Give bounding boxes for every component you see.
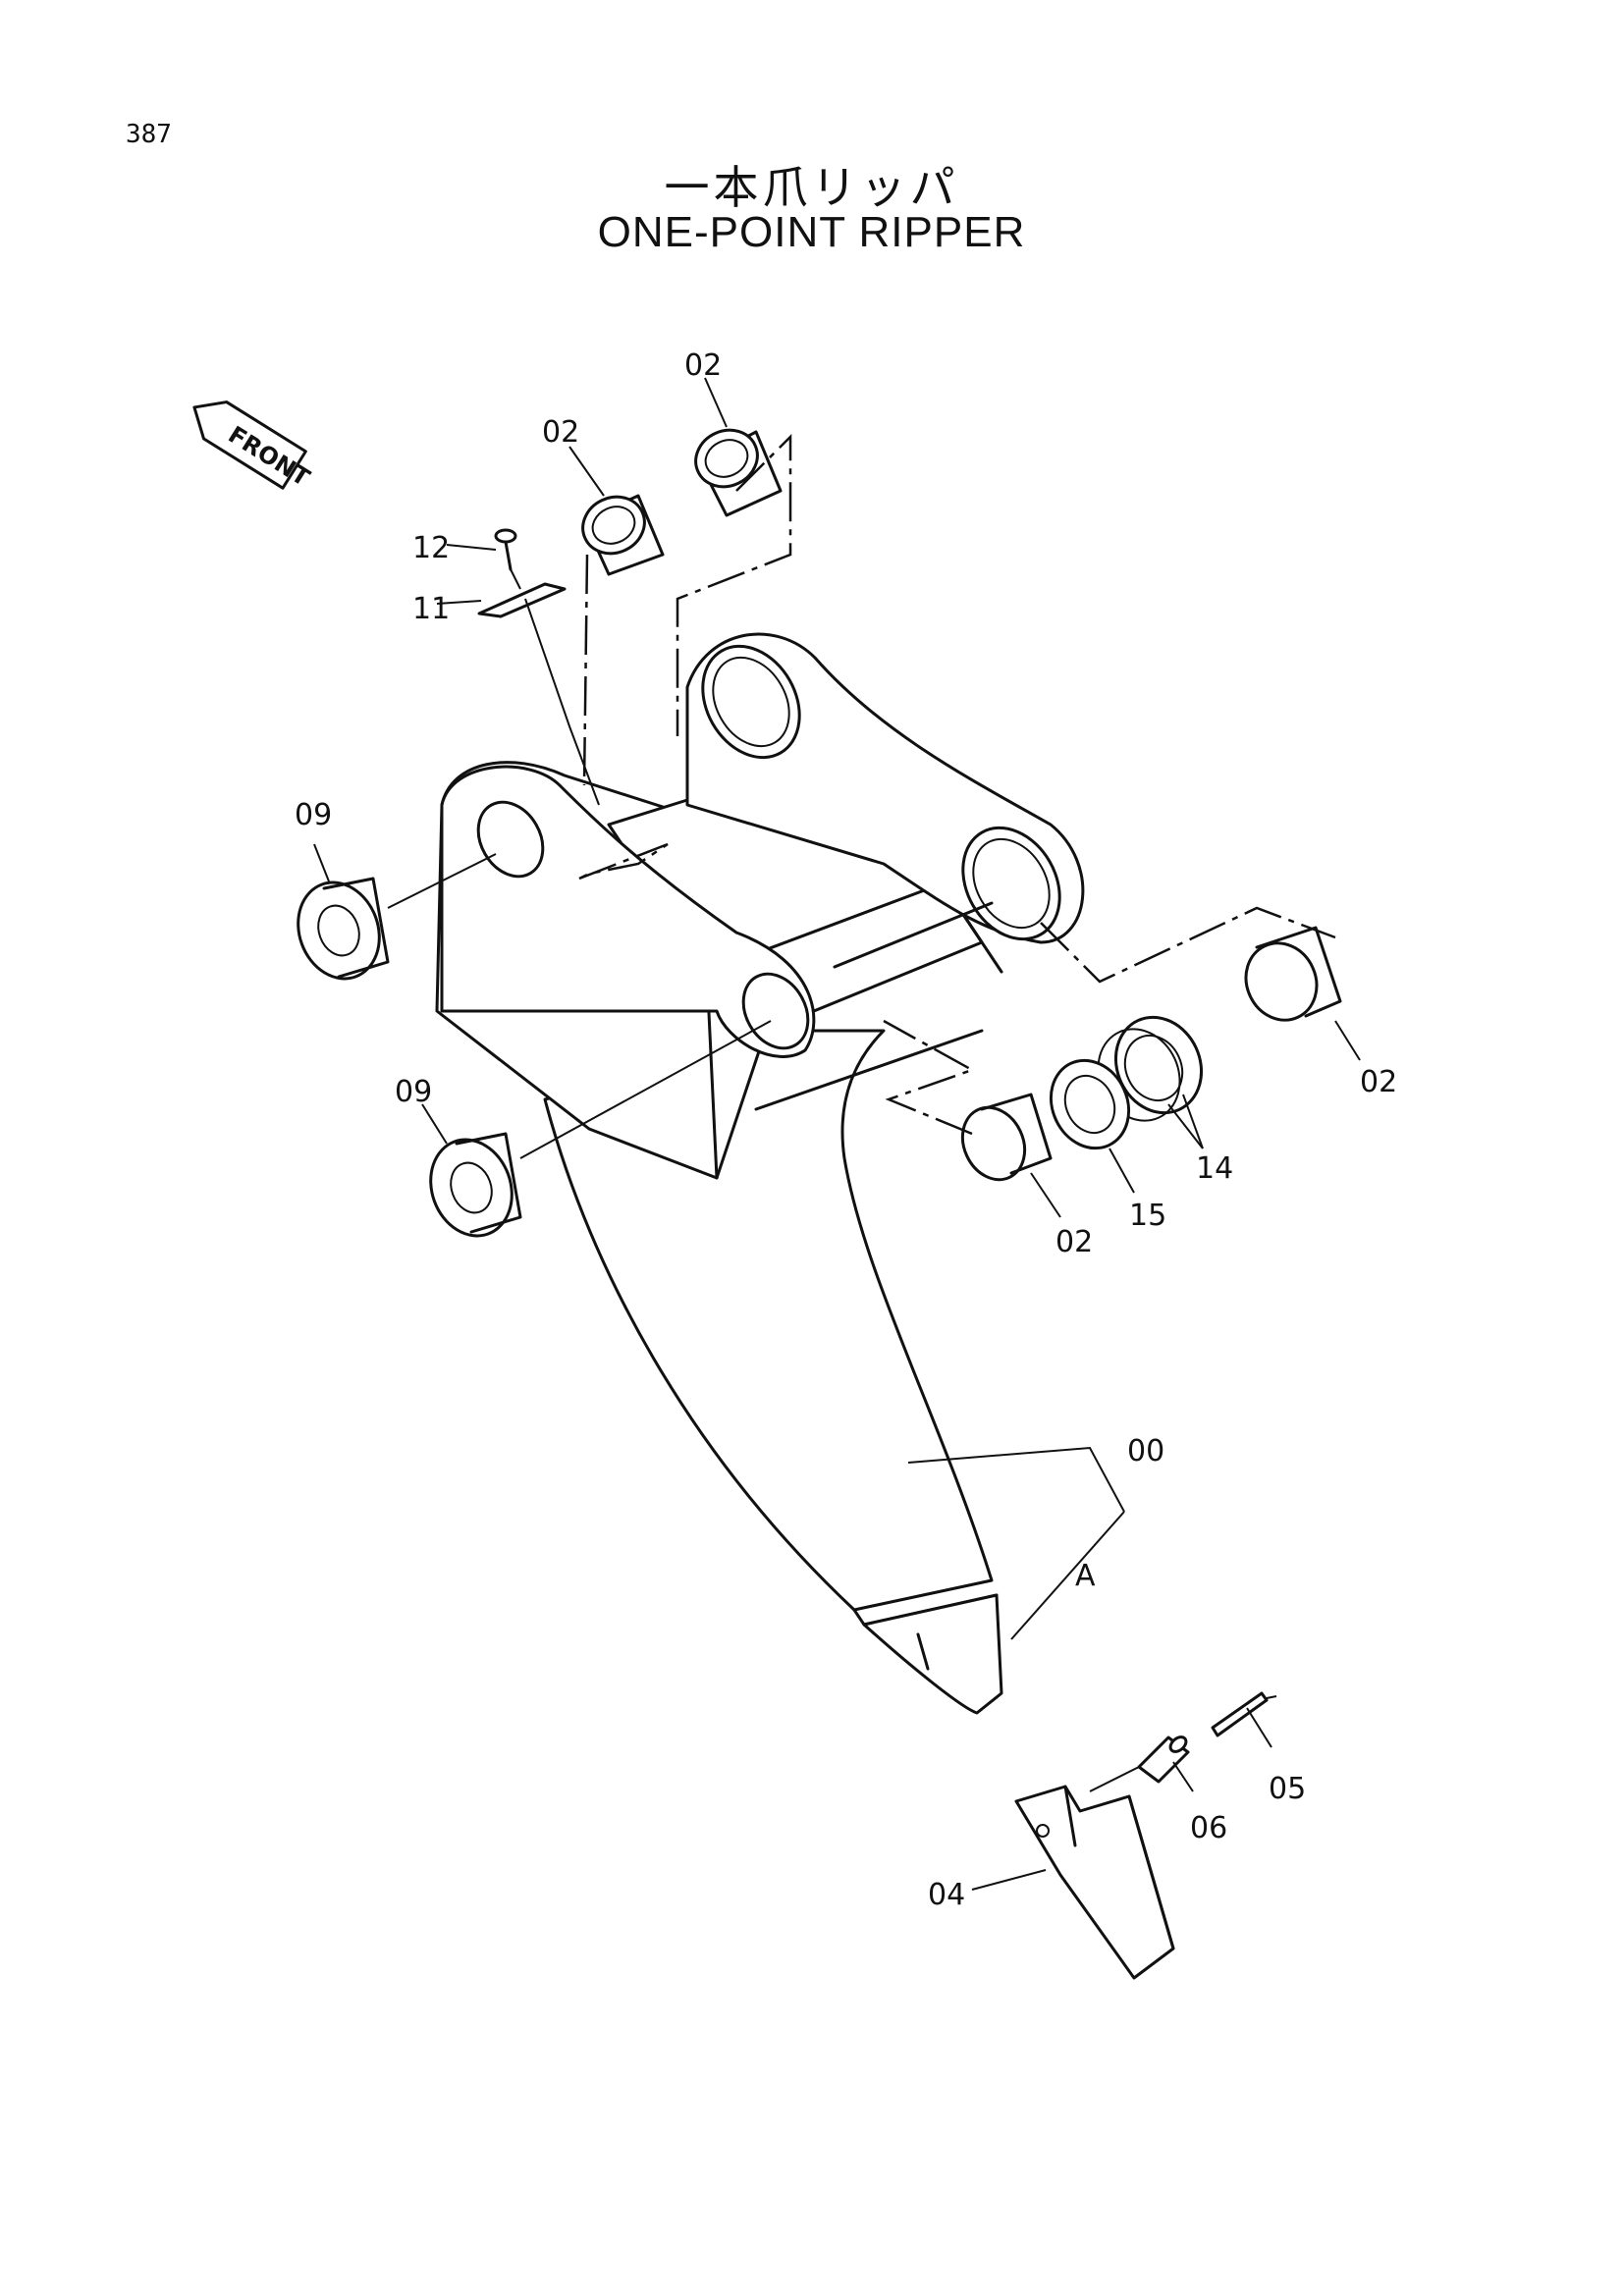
part-label-09-upper: 09 — [295, 798, 332, 832]
collar-09-lower — [429, 1020, 772, 1238]
bushing-02-lower — [883, 1019, 1053, 1182]
bushing-02-upper — [581, 494, 665, 786]
part-label-04: 04 — [928, 1878, 965, 1912]
bolt-12 — [494, 528, 521, 590]
leader-lines — [313, 377, 1361, 1891]
part-label-14: 14 — [1196, 1151, 1233, 1186]
part-label-09-lower: 09 — [395, 1075, 432, 1109]
lock-05 — [1211, 1691, 1277, 1737]
bushing-02-top — [676, 428, 792, 736]
part-label-02-lower: 02 — [1055, 1225, 1093, 1259]
part-label-a: A — [1075, 1559, 1096, 1593]
page-number: 387 — [126, 120, 172, 149]
bushing-02-right — [1040, 906, 1342, 1022]
pin-06 — [1089, 1735, 1190, 1792]
part-label-02-upper: 02 — [542, 415, 579, 450]
collar-09-upper — [297, 853, 497, 981]
part-label-15: 15 — [1129, 1199, 1166, 1233]
title-japanese: 一本爪リッパ — [664, 161, 959, 214]
part-label-06: 06 — [1190, 1811, 1227, 1845]
shim-15 — [1049, 1058, 1131, 1150]
part-label-02-top: 02 — [684, 348, 722, 383]
tooth-04 — [1014, 1785, 1175, 1980]
part-label-00: 00 — [1127, 1434, 1164, 1468]
title-english: ONE-POINT RIPPER — [597, 208, 1026, 256]
ripper-body — [435, 632, 1085, 1715]
part-label-12: 12 — [412, 531, 450, 565]
part-label-11: 11 — [412, 592, 450, 626]
plate-11 — [477, 582, 600, 806]
part-label-02-right: 02 — [1360, 1065, 1397, 1099]
part-label-05: 05 — [1269, 1772, 1306, 1806]
front-arrow-icon: FRONT — [192, 400, 315, 492]
